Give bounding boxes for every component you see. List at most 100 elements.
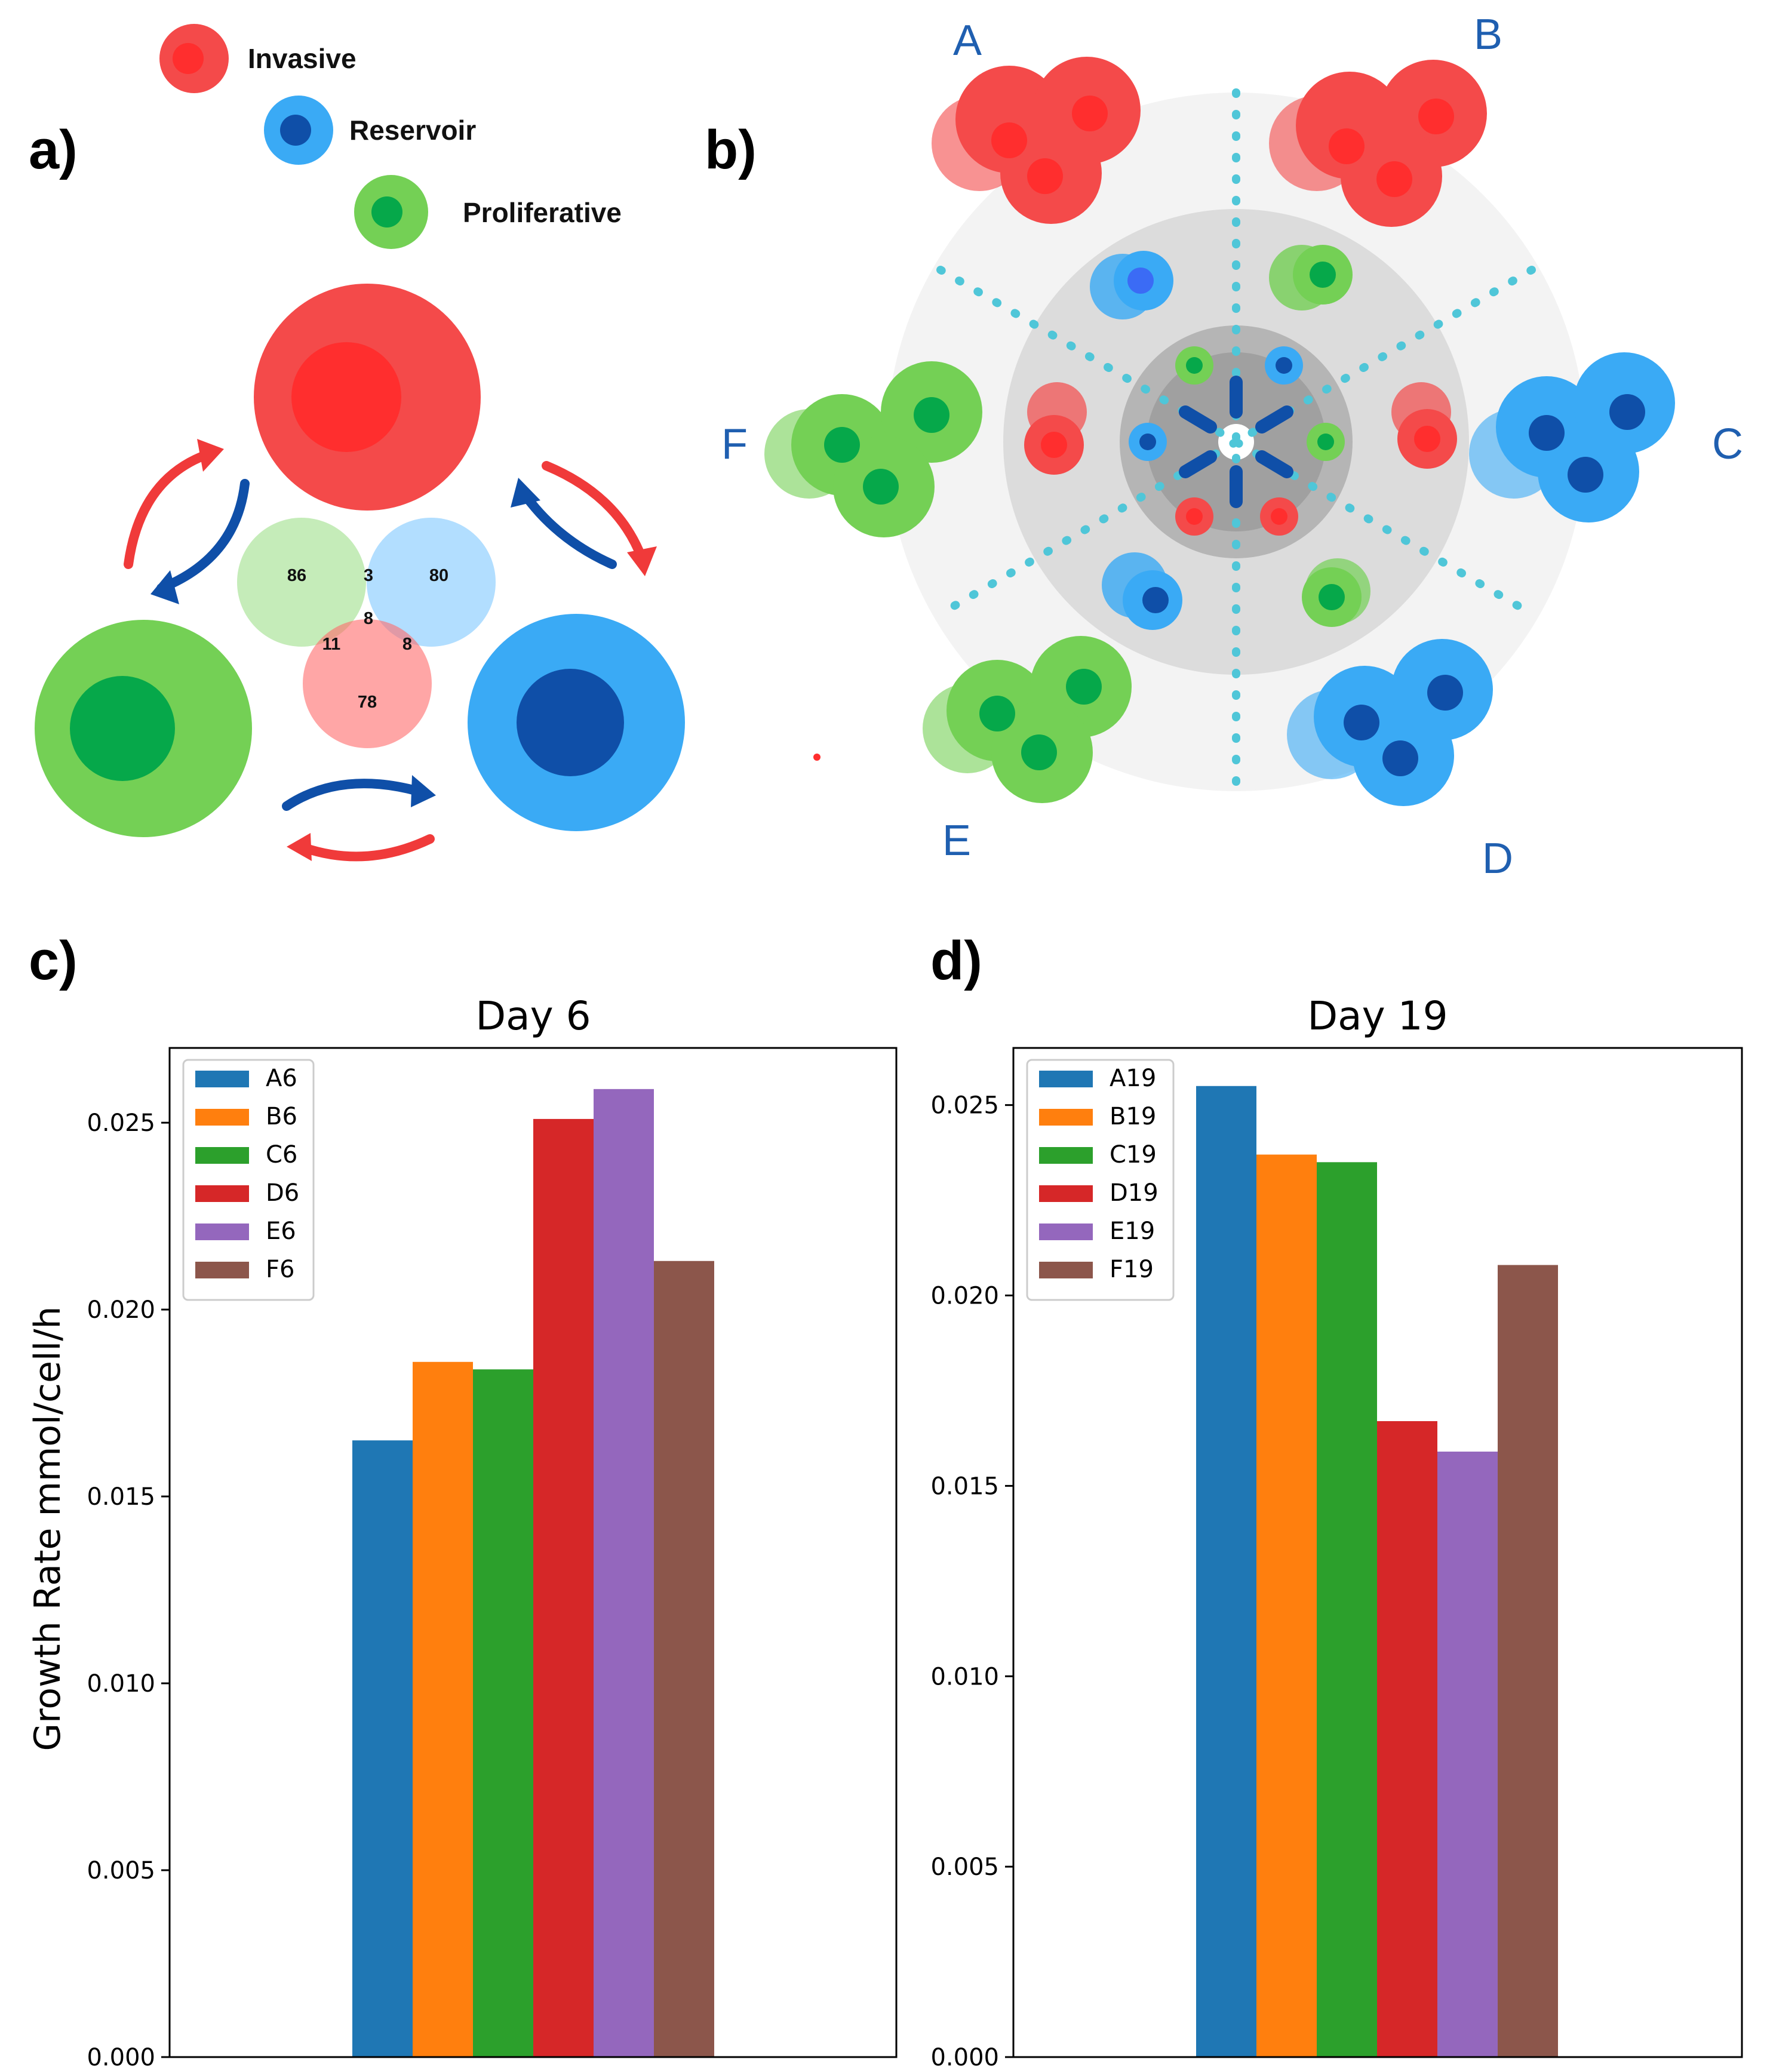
- arrow-invasive-to-prolif: [156, 479, 250, 593]
- y-tick-label: 0.005: [87, 1857, 155, 1885]
- invasive-cell-core: [173, 43, 204, 74]
- y-tick-label: 0.000: [87, 2044, 155, 2071]
- panel-letter-b: b): [705, 119, 757, 180]
- inner-cells: [1129, 346, 1345, 536]
- venn-reservoir-invasive: 8: [402, 635, 412, 654]
- cluster-D: [1287, 639, 1493, 806]
- legend-label-a6: A6: [266, 1065, 297, 1092]
- legend-swatch-a19: [1039, 1071, 1093, 1087]
- reservoir-cell-large: [468, 614, 685, 831]
- arrow-reservoir-to-prolif: [300, 834, 435, 862]
- cluster-B: [1269, 60, 1487, 227]
- legend-swatch-a6: [195, 1071, 249, 1087]
- cluster-F: [764, 361, 982, 537]
- cluster-E: [923, 636, 1132, 803]
- sector-label-f: F: [721, 420, 748, 468]
- y-tick-label: 0.010: [930, 1663, 999, 1690]
- sector-dividers: [936, 88, 1536, 795]
- bar-d19: [1377, 1421, 1437, 2057]
- bar-a19: [1196, 1086, 1256, 2057]
- legend-swatch-f19: [1039, 1262, 1093, 1278]
- y-tick-label: 0.010: [87, 1670, 155, 1698]
- y-tick-label: 0.005: [930, 1853, 999, 1881]
- legend-swatch-e19: [1039, 1223, 1093, 1240]
- venn-circle-invasive: [303, 619, 432, 748]
- venn-proliferative-only: 86: [287, 566, 306, 585]
- y-tick-label: 0.015: [930, 1472, 999, 1500]
- legend-swatch-c6: [195, 1147, 249, 1164]
- legend-reservoir: Reservoir: [264, 96, 476, 165]
- panel-letter-a: a): [29, 119, 78, 180]
- legend-swatch-d19: [1039, 1185, 1093, 1202]
- venn-prolif-reservoir: 3: [364, 566, 373, 585]
- bar-e19: [1437, 1452, 1498, 2057]
- middle-clusters: [1024, 245, 1457, 630]
- legend-swatch-f6: [195, 1262, 249, 1278]
- venn-circle-reservoir: [367, 518, 496, 647]
- bar-f19: [1498, 1265, 1558, 2057]
- venn-prolif-invasive: 11: [322, 635, 341, 654]
- legend-label-e19: E19: [1110, 1218, 1155, 1245]
- venn-all-three: 8: [364, 609, 373, 628]
- cluster-C: [1469, 352, 1675, 522]
- bar-b6: [413, 1361, 473, 2057]
- transition-arrows: [124, 439, 657, 862]
- chart-title-day6: Day 6: [475, 993, 591, 1039]
- legend-label-proliferative: Proliferative: [463, 197, 622, 228]
- legend-label-d6: D6: [266, 1179, 299, 1207]
- panel-b: A B C D E F: [721, 11, 1743, 883]
- reservoir-cell-core: [280, 115, 311, 146]
- bar-a6: [352, 1440, 413, 2057]
- arrow-prolif-to-invasive: [124, 449, 214, 569]
- venn-circle-proliferative: [237, 518, 366, 647]
- legend-label-a19: A19: [1110, 1065, 1156, 1092]
- y-tick-label: 0.020: [930, 1283, 999, 1310]
- bar-c6: [473, 1369, 533, 2057]
- center-arrows: [1179, 376, 1293, 508]
- legend-swatch-d6: [195, 1185, 249, 1202]
- legend-proliferative: Proliferative: [354, 175, 622, 249]
- y-tick-label: 0.025: [87, 1109, 155, 1137]
- sector-label-b: B: [1474, 11, 1502, 59]
- bar-b19: [1256, 1154, 1317, 2057]
- legend-label-f6: F6: [266, 1256, 294, 1283]
- sector-label-a: A: [953, 17, 982, 64]
- venn-reservoir-only: 80: [429, 566, 448, 585]
- bar-d6: [533, 1118, 594, 2057]
- legend-label-c19: C19: [1110, 1141, 1157, 1169]
- y-tick-label: 0.020: [87, 1296, 155, 1324]
- legend-label-invasive: Invasive: [248, 43, 357, 74]
- legend-invasive: Invasive: [159, 24, 357, 93]
- legend-swatch-b19: [1039, 1109, 1093, 1126]
- stray-dot: [813, 754, 820, 761]
- bar-c19: [1317, 1162, 1377, 2057]
- legend-label-b19: B19: [1110, 1103, 1156, 1130]
- panel-a: Invasive Reservoir Proliferative: [35, 24, 685, 862]
- legend-swatch-b6: [195, 1109, 249, 1126]
- y-tick-label: 0.025: [930, 1092, 999, 1120]
- arrow-invasive-to-reservoir: [542, 461, 647, 563]
- arrow-reservoir-to-invasive: [521, 491, 617, 569]
- chart-title-day19: Day 19: [1307, 993, 1448, 1039]
- chart-day6: Day 6 Growth Rate mmol/cell/h 0.000 0.005…: [27, 993, 898, 2071]
- arrow-prolif-to-reservoir: [282, 779, 423, 811]
- bar-e6: [594, 1089, 654, 2057]
- legend-label-reservoir: Reservoir: [349, 115, 476, 146]
- panel-letter-c: c): [29, 930, 78, 991]
- legend-label-c6: C6: [266, 1141, 297, 1169]
- y-axis-label: Growth Rate mmol/cell/h: [27, 1306, 69, 1751]
- bar-f6: [654, 1261, 714, 2057]
- sector-label-d: D: [1482, 835, 1513, 883]
- sector-label-c: C: [1712, 420, 1743, 468]
- legend-label-f19: F19: [1110, 1256, 1154, 1283]
- plot-frame-day19: [1012, 1047, 1743, 2058]
- invasive-cell-large: [254, 284, 481, 511]
- venn-diagram: 86 80 78 3 11 8 8: [237, 518, 496, 748]
- sector-label-e: E: [942, 817, 971, 865]
- proliferative-cell-large: [35, 620, 252, 837]
- cluster-A: [932, 57, 1141, 224]
- proliferative-cell-core: [371, 196, 402, 228]
